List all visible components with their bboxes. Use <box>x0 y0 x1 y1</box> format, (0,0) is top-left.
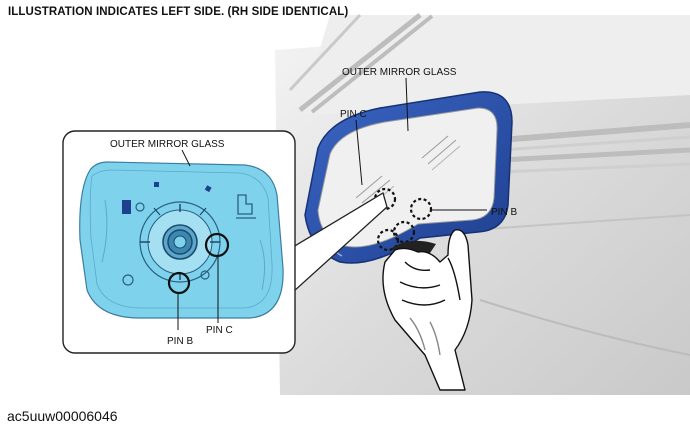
inset-pin-c-marker <box>204 232 230 258</box>
inset-title-label: OUTER MIRROR GLASS <box>110 139 225 150</box>
inset-pin-c-label: PIN C <box>206 325 233 336</box>
main-title-label: OUTER MIRROR GLASS <box>342 67 457 78</box>
hand-illustration <box>382 229 473 391</box>
main-pin-b-label: PIN B <box>491 207 517 218</box>
pin-lower-marker <box>392 220 416 244</box>
inset-pin-b-marker <box>167 271 191 295</box>
inset-detail <box>62 130 296 354</box>
leader-lines <box>177 77 487 330</box>
inset-pin-b-label: PIN B <box>167 336 193 347</box>
figure-id: ac5uuw00006046 <box>7 408 118 424</box>
pin-c-marker <box>373 187 397 211</box>
illustration-note: ILLUSTRATION INDICATES LEFT SIDE. (RH SI… <box>8 6 349 18</box>
main-pin-c-label: PIN C <box>340 109 367 120</box>
pin-b-marker <box>409 197 433 221</box>
